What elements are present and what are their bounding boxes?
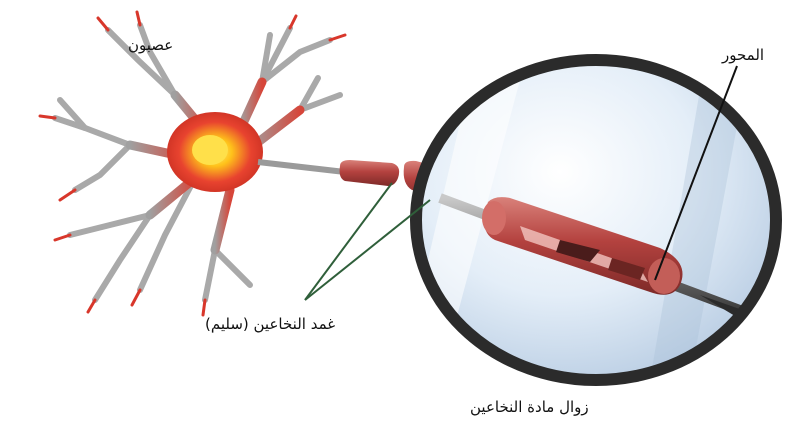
label-neuron: عصبون — [128, 36, 173, 54]
label-axon: المحور — [722, 46, 764, 64]
magnifier-lens — [400, 60, 776, 380]
axon-proximal — [258, 162, 345, 172]
label-myelin-healthy: غمد النخاعين (سليم) — [205, 315, 335, 333]
label-demyelination: زوال مادة النخاعين — [470, 398, 589, 416]
neuron-nucleus — [192, 135, 228, 165]
